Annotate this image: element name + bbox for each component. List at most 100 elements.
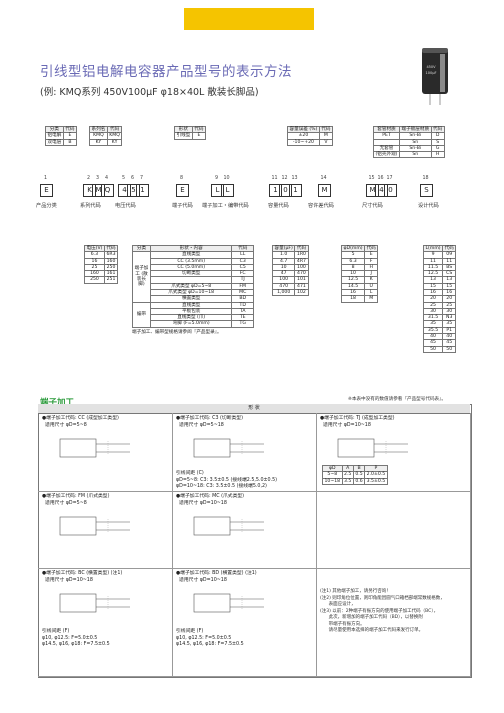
top-table-1-cell: KY [89,138,108,146]
capacitance-cell: 101 [294,276,309,284]
length-cell: 15 [442,282,457,290]
code-position-number: 4 [104,176,109,181]
top-table-0-cell: 铝电解 [45,132,64,140]
diameter-cell: U [364,282,379,290]
top-table-4-cell: S [430,138,445,146]
top-table-0-cell: B [62,138,78,146]
code-caption: 设计代码 [418,203,439,209]
terminal-cell [316,568,471,677]
code-caption: 尺寸代码 [362,203,383,209]
voltage-cell: 160 [103,257,119,265]
code-position-number: 12 [281,176,288,181]
processing-shape: 横置类型 [149,295,233,303]
top-table-3-cell: M [318,132,334,140]
cc-dims-cell: 2.0±0.5 [364,471,388,479]
voltage-cell: 251 [103,276,119,284]
top-table-3-header: 容量误差 (%) [287,125,320,134]
diameter-cell: K [364,276,379,284]
code-position-number: 8 [179,176,184,181]
terminal-cell: ●端子加工代码: C3 (切断类型) 适用尺寸 φD=5~18 [172,413,317,492]
processing-code: TJ [231,276,254,284]
terminal-cell: ●端子加工代码: BD (横置类型) (注1) 适用尺寸 φD=10~18 [172,568,317,677]
code-box: 1 [289,184,302,197]
section-note: ※本表中没有的数值请参看『产品型号代码表』。 [348,397,447,402]
top-table-4-header: 端子镀层材质 [398,125,432,134]
top-table-4-cell: H [430,151,445,159]
code-box: 0 [384,184,397,197]
code-box: 1 [269,184,282,197]
header-color-band [184,8,314,30]
length-cell: 50 [442,345,457,353]
terminal-cell: ●端子加工代码: BC (横置类型) (注1) 适用尺寸 φD=10~18 [38,568,173,677]
length-cell: 11 [442,257,457,265]
top-table-3-cell: V [318,138,334,146]
top-table-2-header: 代码 [191,125,207,134]
code-caption: 容量代码 [268,203,289,209]
top-table-4-cell: D [430,132,445,140]
length-cell: 25 [442,301,457,309]
capacitance-cell: 102 [294,288,309,297]
terminal-cell-label [316,491,470,497]
diameter-cell: 18 [340,295,366,303]
code-box: 4 [118,184,131,197]
processing-shape: 直线类型 [149,251,233,259]
code-position-number: 13 [291,176,298,181]
code-caption: 产品分类 [36,203,57,209]
code-position-number: 3 [95,176,100,181]
pitch-note-bd: 引线间距 (F) φ10, φ12.5: F=5.0±0.5 φ14.5, φ1… [176,629,244,647]
diameter-header: φD(mm) [340,244,366,253]
svg-text:100μF: 100μF [426,71,437,75]
cc-dims-cell: 10~18 [322,477,343,485]
terminal-drawing [193,516,264,536]
top-table-4-cell: (铝壳外观) [373,151,400,159]
code-box: 5 [127,184,140,197]
voltage-cell: 250 [84,276,105,284]
terminal-drawing [59,516,130,536]
terminal-cell-label [316,568,470,574]
diameter-cell: M [364,295,379,303]
code-box: M [92,184,105,197]
section-title: 端子加工 [40,398,75,408]
code-position-number: 14 [320,176,327,181]
processing-shape: 直线类型 [149,301,233,309]
code-position-number: 5 [121,176,126,181]
terminal-cell-label: ●端子加工代码: C3 (切断类型) 适用尺寸 φD=5~18 [176,416,243,428]
length-cell: P1 [442,326,457,334]
length-header: 代码 [442,244,457,253]
diameter-header: 代码 [364,244,379,253]
code-position-number: 11 [271,176,278,181]
code-caption: 端子加工・编带代码 [202,203,249,209]
code-position-number: 15 [368,176,375,181]
code-box: E [40,184,53,197]
code-box: K [83,184,96,197]
length-header: L(mm) [422,244,444,253]
top-table-4-cell: PET [373,132,400,140]
code-position-number: 2 [86,176,91,181]
terminal-drawing [337,438,408,458]
code-box: M [318,184,331,197]
terminal-cell-label: ●端子加工代码: BD (横置类型) (注1) 适用尺寸 φD=10~18 [176,571,257,583]
